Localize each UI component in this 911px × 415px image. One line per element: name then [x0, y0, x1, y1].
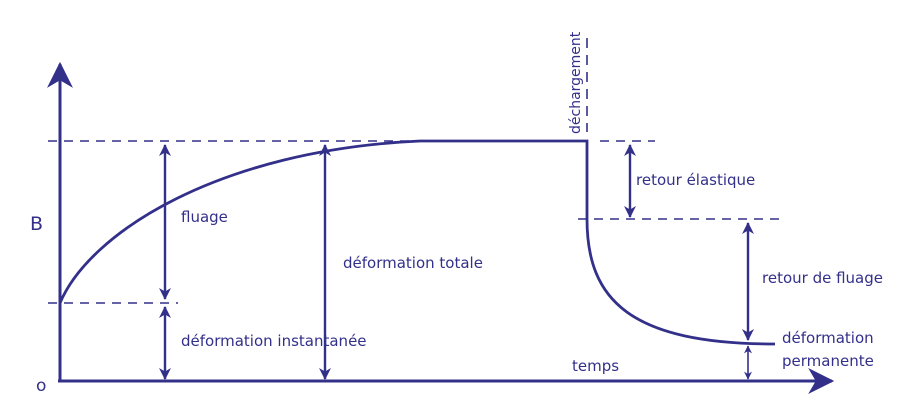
x-axis-label: temps	[572, 357, 619, 375]
strain-curve	[58, 139, 776, 346]
label-dechargement: déchargement	[568, 31, 584, 134]
label-deformation-totale: déformation totale	[343, 254, 483, 272]
y-axis-label: B	[30, 213, 43, 235]
label-fluage: fluage	[181, 208, 228, 226]
label-retour-fluage: retour de fluage	[762, 269, 883, 287]
label-deformation-permanente-2: permanente	[782, 352, 874, 370]
origin-label: o	[36, 376, 46, 396]
label-retour-elastique: retour élastique	[636, 171, 755, 189]
label-deformation-instantanee: déformation instantanée	[181, 332, 367, 350]
label-deformation-permanente-1: déformation	[782, 329, 874, 347]
